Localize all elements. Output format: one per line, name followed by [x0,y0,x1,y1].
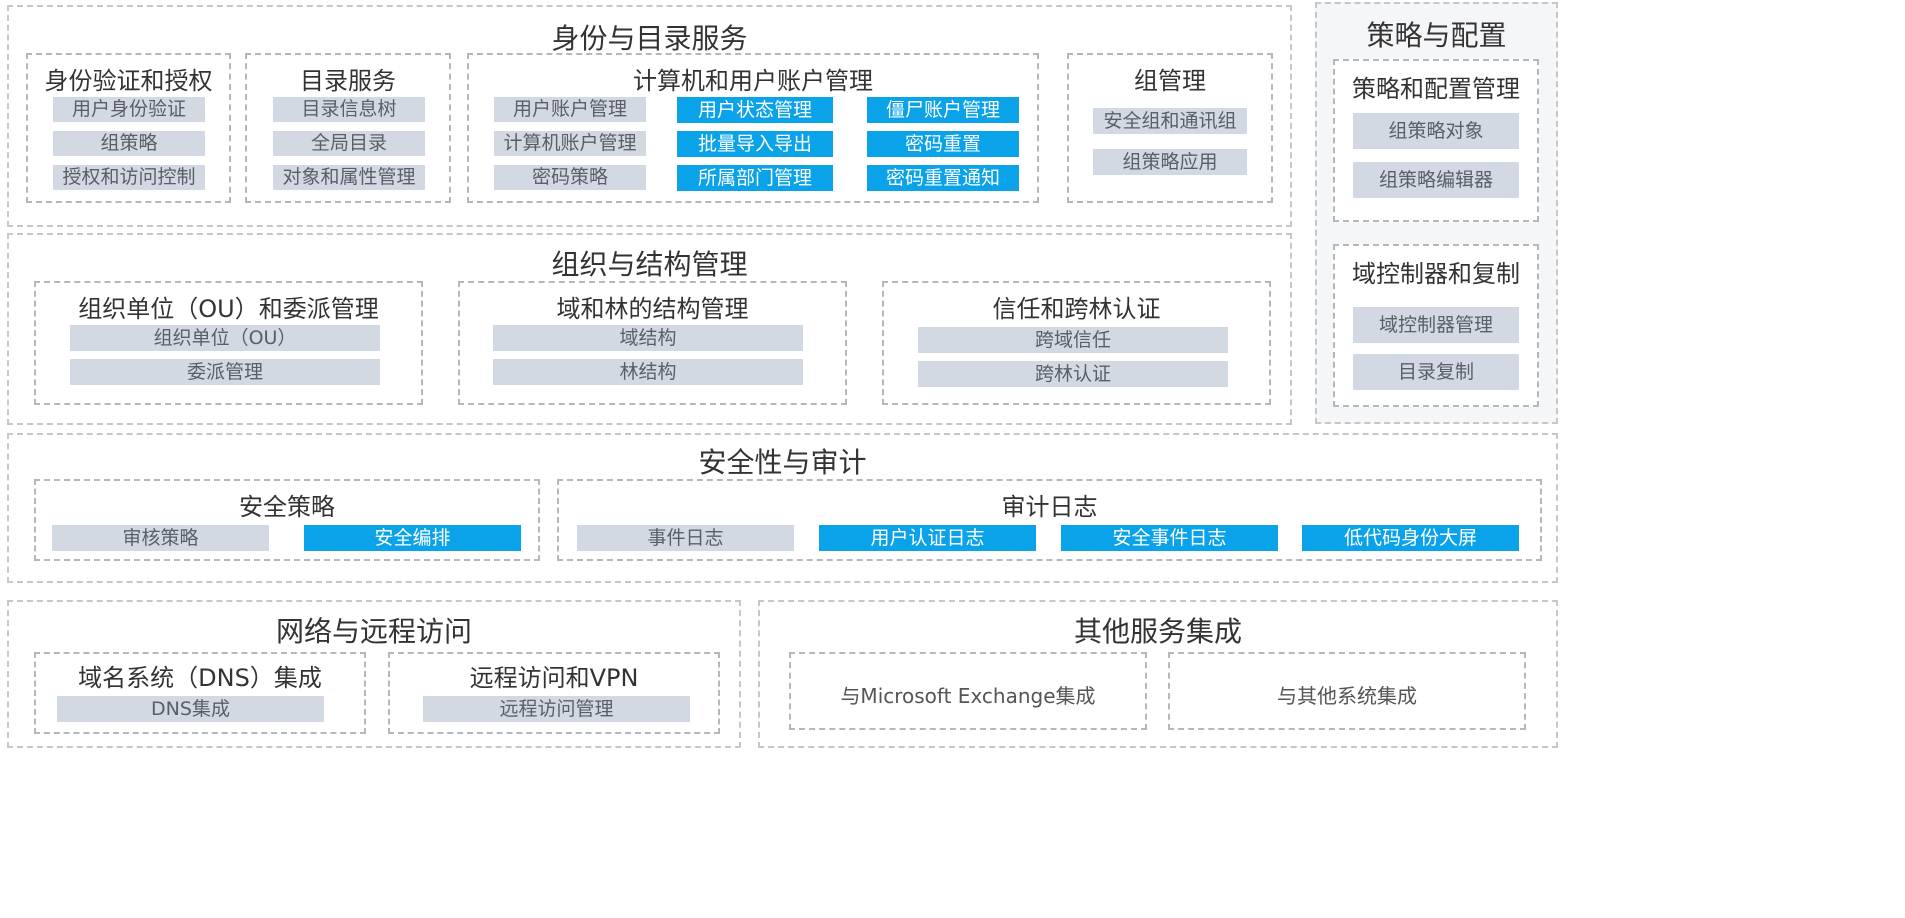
user-account-management-item[interactable]: 用户账户管理 [494,97,646,122]
trust-cross-forest-group: 信任和跨林认证 跨域信任 跨林认证 [882,281,1271,405]
cross-domain-trust-item[interactable]: 跨域信任 [918,327,1228,353]
department-management-item[interactable]: 所属部门管理 [677,165,833,191]
password-reset-notification-item[interactable]: 密码重置通知 [867,165,1019,191]
object-attribute-management-item[interactable]: 对象和属性管理 [273,165,425,190]
group-policy-application-item[interactable]: 组策略应用 [1093,149,1247,175]
remote-access-vpn-title: 远程访问和VPN [469,664,639,692]
network-remote-title: 网络与远程访问 [275,615,472,648]
security-policy-title: 安全策略 [239,493,335,521]
other-systems-integration-box[interactable]: 与其他系统集成 [1168,652,1526,730]
security-distribution-groups-item[interactable]: 安全组和通讯组 [1093,108,1247,134]
group-policy-editor-item[interactable]: 组策略编辑器 [1353,162,1519,198]
domain-forest-structure-title: 域和林的结构管理 [556,295,749,323]
user-auth-log-item[interactable]: 用户认证日志 [819,525,1036,551]
account-management-title: 计算机和用户账户管理 [633,67,873,95]
exchange-integration-box[interactable]: 与Microsoft Exchange集成 [789,652,1147,730]
delegation-management-item[interactable]: 委派管理 [70,359,380,385]
identity-directory-title: 身份与目录服务 [551,22,748,55]
security-audit-panel: 安全性与审计 安全策略 审核策略 安全编排 审计日志 事件日志 用户认证日志 安… [7,433,1558,583]
network-remote-panel: 网络与远程访问 域名系统（DNS）集成 DNS集成 远程访问和VPN 远程访问管… [7,600,741,748]
global-catalog-item[interactable]: 全局目录 [273,131,425,156]
domain-controller-management-item[interactable]: 域控制器管理 [1353,307,1519,343]
policy-config-panel: 策略与配置 策略和配置管理 组策略对象 组策略编辑器 域控制器和复制 域控制器管… [1315,2,1558,424]
account-management-group: 计算机和用户账户管理 用户账户管理 计算机账户管理 密码策略 用户状态管理 批量… [467,53,1039,203]
policy-config-title: 策略与配置 [1366,19,1507,52]
audit-log-title: 审计日志 [1001,493,1098,521]
domain-controller-group: 域控制器和复制 域控制器管理 目录复制 [1333,244,1539,407]
user-authentication-item[interactable]: 用户身份验证 [53,97,205,122]
computer-account-management-item[interactable]: 计算机账户管理 [494,131,646,156]
low-code-identity-dashboard-item[interactable]: 低代码身份大屏 [1302,525,1519,551]
directory-service-group: 目录服务 目录信息树 全局目录 对象和属性管理 [245,53,451,203]
group-policy-object-item[interactable]: 组策略对象 [1353,113,1519,149]
password-reset-item[interactable]: 密码重置 [867,131,1019,157]
ou-delegation-group: 组织单位（OU）和委派管理 组织单位（OU） 委派管理 [34,281,423,405]
exchange-integration-label: 与Microsoft Exchange集成 [840,684,1096,708]
security-orchestration-item[interactable]: 安全编排 [304,525,521,551]
bulk-import-export-item[interactable]: 批量导入导出 [677,131,833,157]
other-systems-integration-label: 与其他系统集成 [1277,684,1417,708]
auth-group-title: 身份验证和授权 [44,67,213,95]
group-management-title: 组管理 [1134,67,1206,95]
ou-delegation-title: 组织单位（OU）和委派管理 [78,295,379,323]
audit-log-group: 审计日志 事件日志 用户认证日志 安全事件日志 低代码身份大屏 [557,479,1542,561]
group-policy-item[interactable]: 组策略 [53,131,205,156]
audit-policy-item[interactable]: 审核策略 [52,525,269,551]
remote-access-vpn-group: 远程访问和VPN 远程访问管理 [388,652,720,734]
trust-cross-forest-title: 信任和跨林认证 [992,295,1161,323]
domain-structure-item[interactable]: 域结构 [493,325,803,351]
other-integration-panel: 其他服务集成 与Microsoft Exchange集成 与其他系统集成 [758,600,1558,748]
identity-directory-panel: 身份与目录服务 身份验证和授权 用户身份验证 组策略 授权和访问控制 目录服务 … [7,5,1292,227]
directory-replication-item[interactable]: 目录复制 [1353,354,1519,390]
directory-service-title: 目录服务 [300,67,396,95]
user-status-management-item[interactable]: 用户状态管理 [677,97,833,123]
security-audit-title: 安全性与审计 [698,446,867,479]
org-structure-panel: 组织与结构管理 组织单位（OU）和委派管理 组织单位（OU） 委派管理 域和林的… [7,233,1292,425]
policy-config-management-title: 策略和配置管理 [1352,75,1520,103]
remote-access-management-item[interactable]: 远程访问管理 [423,696,690,722]
group-management-group: 组管理 安全组和通讯组 组策略应用 [1067,53,1273,203]
dns-integration-item[interactable]: DNS集成 [57,696,324,722]
organizational-unit-item[interactable]: 组织单位（OU） [70,325,380,351]
event-log-item[interactable]: 事件日志 [577,525,794,551]
zombie-account-management-item[interactable]: 僵尸账户管理 [867,97,1019,123]
authorization-access-control-item[interactable]: 授权和访问控制 [53,165,205,190]
domain-controller-title: 域控制器和复制 [1352,260,1520,288]
password-policy-item[interactable]: 密码策略 [494,165,646,190]
directory-info-tree-item[interactable]: 目录信息树 [273,97,425,122]
auth-group: 身份验证和授权 用户身份验证 组策略 授权和访问控制 [26,53,231,203]
other-integration-title: 其他服务集成 [1073,615,1242,648]
security-event-log-item[interactable]: 安全事件日志 [1061,525,1278,551]
dns-integration-group: 域名系统（DNS）集成 DNS集成 [34,652,366,734]
security-policy-group: 安全策略 审核策略 安全编排 [34,479,540,561]
domain-forest-structure-group: 域和林的结构管理 域结构 林结构 [458,281,847,405]
org-structure-title: 组织与结构管理 [551,248,748,281]
forest-structure-item[interactable]: 林结构 [493,359,803,385]
policy-config-management-group: 策略和配置管理 组策略对象 组策略编辑器 [1333,59,1539,222]
cross-forest-auth-item[interactable]: 跨林认证 [918,361,1228,387]
dns-integration-title: 域名系统（DNS）集成 [78,664,322,692]
